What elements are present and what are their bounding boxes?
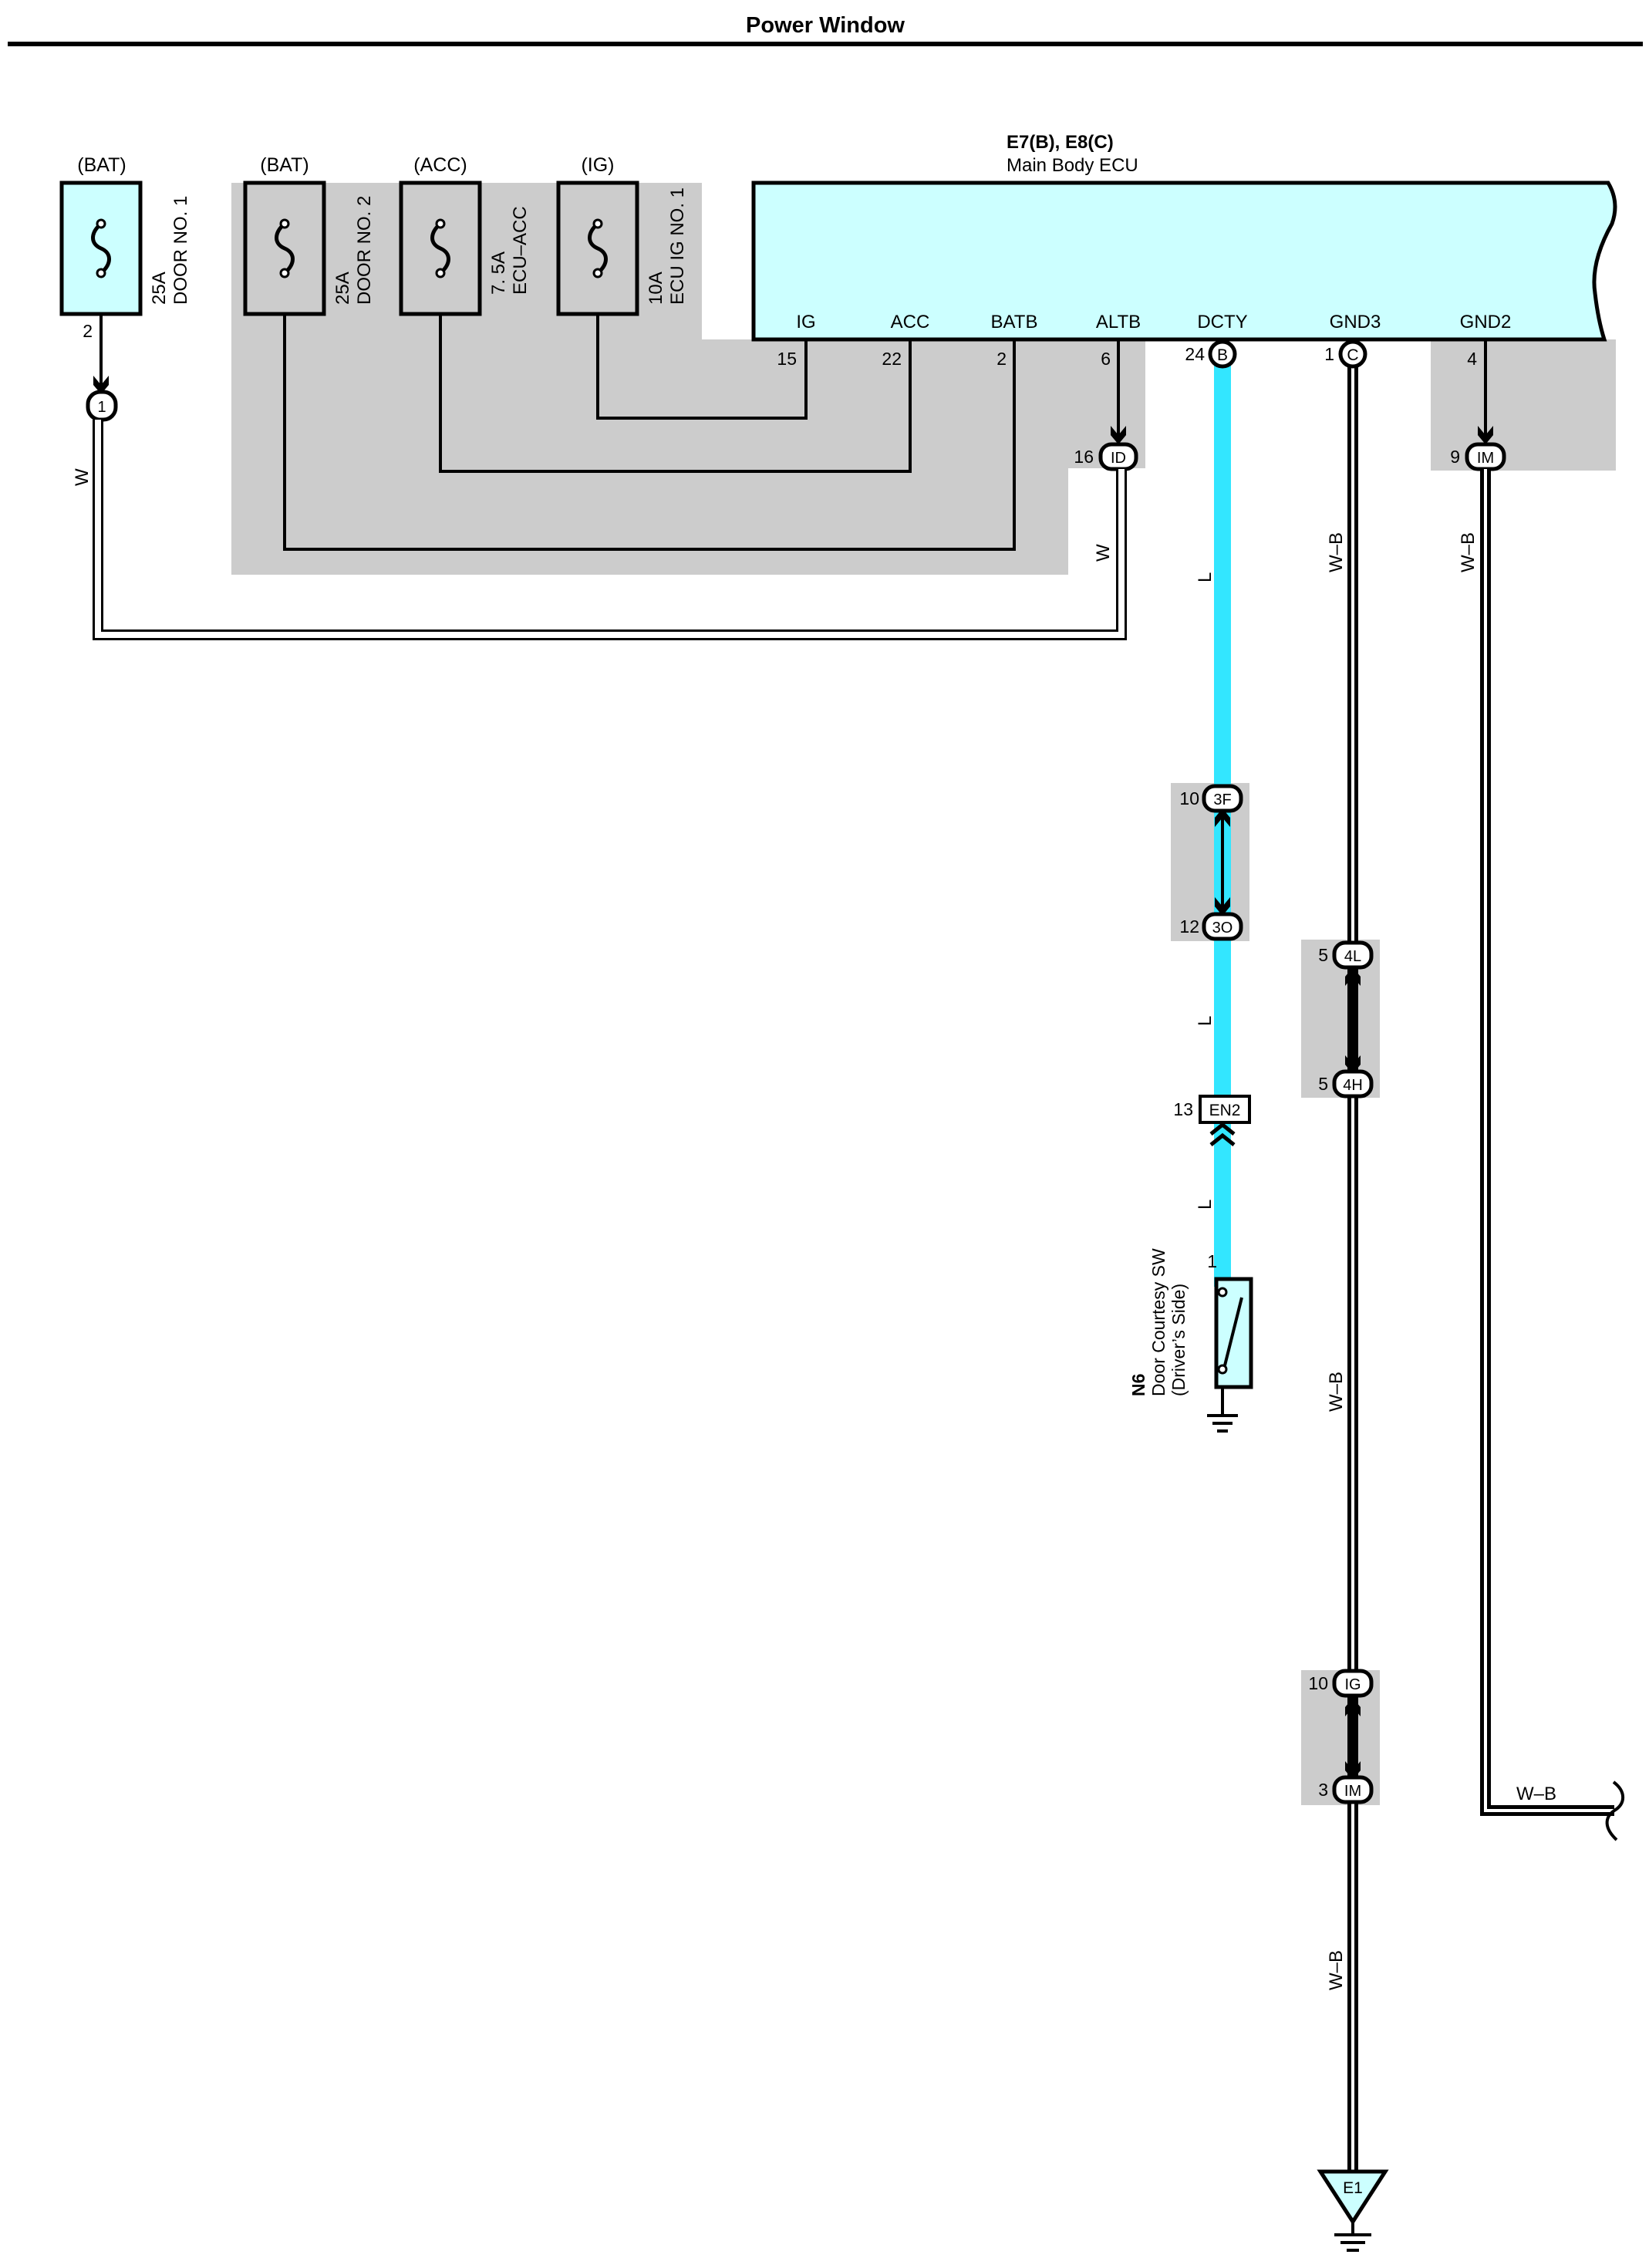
connector-c <box>1338 339 1367 369</box>
main-body-ecu-box <box>751 181 1617 342</box>
fuse-4-rating: 10A <box>646 272 666 305</box>
connector-4h-code: 4H <box>1343 1077 1363 1094</box>
terminal-label-dcty: DCTY <box>1197 312 1247 332</box>
ecu-name-label: Main Body ECU <box>1007 155 1138 176</box>
fuse-1-name: DOOR NO. 1 <box>170 196 191 305</box>
connector-4h <box>1332 1069 1374 1099</box>
connector-ig-pin: 10 <box>1308 1673 1328 1693</box>
pin-gnd3: 1 <box>1324 344 1334 364</box>
connector-ig-code: IG <box>1344 1676 1361 1693</box>
pin-altb: 6 <box>1101 349 1111 369</box>
connector-3o <box>1202 912 1243 941</box>
fuse-4-name: ECU IG NO. 1 <box>667 187 688 305</box>
terminal-label-acc: ACC <box>891 312 930 332</box>
fuse-2-source: (BAT) <box>260 154 309 176</box>
fuse-1-pin: 2 <box>83 321 93 341</box>
switch-contact-bottom <box>1217 1364 1228 1375</box>
wire-label-w-left: W <box>72 468 93 486</box>
switch-pin: 1 <box>1207 1251 1217 1271</box>
terminal-label-altb: ALTB <box>1096 312 1141 332</box>
ecu-code-label: E7(B), E8(C) <box>1007 132 1114 153</box>
wire-wb-gnd2-inner <box>1484 469 1614 1812</box>
fuse-4-source: (IG) <box>581 154 614 176</box>
connector-4h-pin: 5 <box>1318 1074 1328 1094</box>
switch-contact-top <box>1217 1287 1228 1298</box>
terminal-label-gnd3: GND3 <box>1330 312 1381 332</box>
fuse-3-name: ECU–ACC <box>510 206 531 295</box>
wire-label-l-3: L <box>1195 1200 1216 1210</box>
fuse-2-name: DOOR NO. 2 <box>354 196 375 305</box>
connector-en2 <box>1199 1095 1251 1124</box>
wire-wb-gnd2-outer <box>1480 469 1614 1816</box>
connector-id-pin: 16 <box>1074 447 1094 467</box>
fuse-3-rating: 7. 5A <box>488 251 509 295</box>
connector-b-code: B <box>1217 346 1228 364</box>
connector-3o-pin: 12 <box>1179 916 1199 937</box>
fuse-3-source: (ACC) <box>413 154 467 176</box>
switch-code: N6 <box>1128 1374 1148 1396</box>
wire-ig <box>596 314 808 420</box>
fuse-1-source: (BAT) <box>77 154 126 176</box>
wire-label-w-right: W <box>1093 544 1114 562</box>
pin-batb: 2 <box>996 349 1007 369</box>
connector-im-bottom <box>1332 1775 1374 1804</box>
chevron-en2-icon <box>1209 1122 1236 1146</box>
page-title: Power Window <box>746 13 905 38</box>
connector-id-code: ID <box>1111 450 1126 467</box>
connector-1-code: 1 <box>97 399 106 416</box>
wire-break-icon <box>1605 1780 1625 1841</box>
connector-im-top-pin: 9 <box>1450 447 1460 467</box>
pin-ig: 15 <box>777 349 797 369</box>
pin-gnd2: 4 <box>1467 349 1477 369</box>
pin-dcty: 24 <box>1185 344 1205 364</box>
connector-3f <box>1202 784 1243 813</box>
connector-3o-code: 3O <box>1212 920 1233 937</box>
connector-en2-code: EN2 <box>1209 1102 1241 1119</box>
connector-im-top-code: IM <box>1477 450 1494 467</box>
connector-4l-code: 4L <box>1344 948 1361 965</box>
wire-label-wb-1: W–B <box>1326 532 1347 572</box>
fuse-1-rating: 25A <box>149 272 170 305</box>
switch-side: (Driver’s Side) <box>1168 1284 1189 1396</box>
switch-name: Door Courtesy SW <box>1148 1248 1168 1396</box>
ground-e1-triangle <box>1317 2169 1389 2226</box>
connector-b <box>1208 339 1237 369</box>
connector-4l-pin: 5 <box>1318 945 1328 965</box>
switch-blade <box>1223 1297 1243 1366</box>
connector-3f-pin: 10 <box>1179 788 1199 808</box>
terminal-label-batb: BATB <box>991 312 1038 332</box>
connector-im-bottom-code: IM <box>1344 1783 1361 1800</box>
wire-label-l-1: L <box>1195 572 1216 582</box>
wire-w-inner <box>95 420 1125 638</box>
connector-en2-pin: 13 <box>1173 1099 1193 1119</box>
wire-label-wb-gnd2: W–B <box>1458 532 1479 572</box>
connector-4l <box>1332 940 1374 970</box>
wire-batb <box>283 314 1016 551</box>
wire-label-l-2: L <box>1195 1016 1216 1026</box>
terminal-label-ig: IG <box>796 312 815 332</box>
connector-3f-code: 3F <box>1213 791 1231 808</box>
fuse-2-rating: 25A <box>332 272 353 305</box>
wire-acc <box>439 314 912 473</box>
pin-acc: 22 <box>882 349 902 369</box>
wire-label-wb-2: W–B <box>1326 1372 1347 1412</box>
connector-ig <box>1332 1669 1374 1698</box>
ground-e1-code: E1 <box>1343 2179 1363 2197</box>
connector-im-bottom-pin: 3 <box>1318 1780 1328 1800</box>
connector-c-code: C <box>1347 346 1358 364</box>
wire-label-wb-horizontal: W–B <box>1516 1784 1556 1804</box>
shaded-region-gnd2 <box>1431 339 1616 471</box>
terminal-label-gnd2: GND2 <box>1460 312 1512 332</box>
wire-label-wb-3: W–B <box>1326 1950 1347 1990</box>
